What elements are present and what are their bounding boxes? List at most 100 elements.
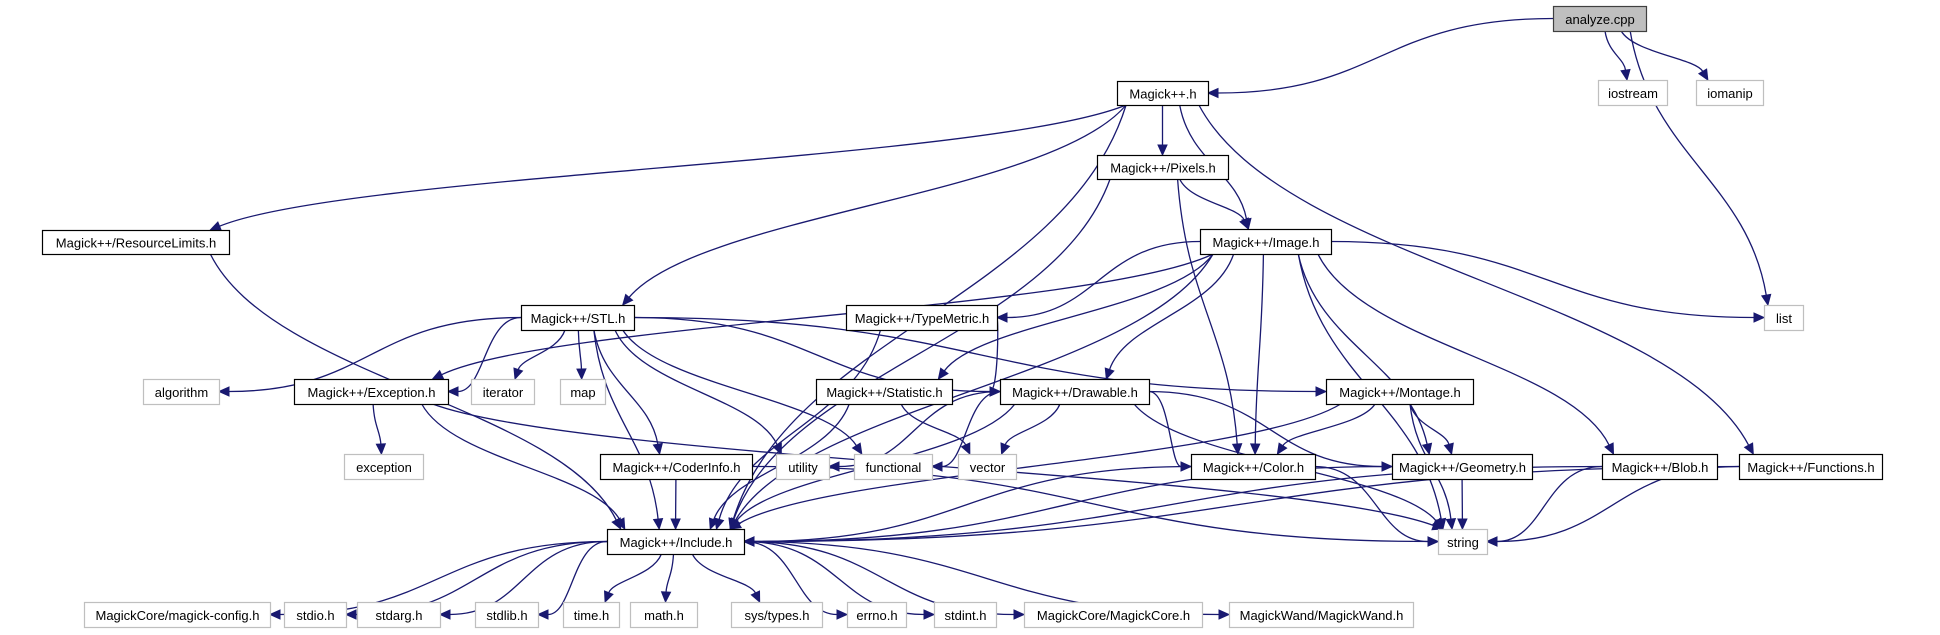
node-stdlib[interactable]: stdlib.h xyxy=(474,601,540,629)
node-label: MagickCore/magick-config.h xyxy=(95,608,259,623)
edge-image-to-blob xyxy=(1317,253,1615,456)
node-string[interactable]: string xyxy=(1437,528,1489,556)
node-label: exception xyxy=(356,460,412,475)
arrowhead-icon xyxy=(670,518,681,531)
arrowhead-icon xyxy=(1249,443,1261,456)
node-stdint[interactable]: stdint.h xyxy=(933,601,998,629)
arrowhead-icon xyxy=(217,386,230,397)
node-color[interactable]: Magick++/Color.h xyxy=(1190,453,1317,481)
node-box xyxy=(599,453,754,481)
node-magickconfig[interactable]: MagickCore/magick-config.h xyxy=(83,601,272,629)
edge-geometry-to-string xyxy=(1457,478,1468,531)
node-systypes[interactable]: sys/types.h xyxy=(730,601,824,629)
node-time[interactable]: time.h xyxy=(562,601,621,629)
node-blob[interactable]: Magick++/Blob.h xyxy=(1601,453,1719,481)
node-box xyxy=(1437,528,1489,556)
node-label: Magick++.h xyxy=(1129,87,1196,102)
edge-magickpp-to-pixels xyxy=(1157,104,1168,157)
node-magickwand[interactable]: MagickWand/MagickWand.h xyxy=(1228,601,1415,629)
node-analyze[interactable]: analyze.cpp xyxy=(1552,5,1648,33)
node-stdio[interactable]: stdio.h xyxy=(283,601,348,629)
arrowhead-icon xyxy=(1457,518,1468,531)
node-resourcelimits[interactable]: Magick++/ResourceLimits.h xyxy=(41,229,231,256)
node-iterator[interactable]: iterator xyxy=(470,378,536,406)
edge-image-to-geometry xyxy=(1297,253,1433,456)
edge-line xyxy=(633,316,1317,393)
node-functions[interactable]: Magick++/Functions.h xyxy=(1738,453,1884,481)
node-exceptionh[interactable]: Magick++/Exception.h xyxy=(293,378,450,406)
arrowhead-icon xyxy=(1239,217,1249,231)
node-drawable[interactable]: Magick++/Drawable.h xyxy=(999,378,1151,406)
node-label: Magick++/Image.h xyxy=(1213,235,1320,250)
node-stdarg[interactable]: stdarg.h xyxy=(356,601,442,629)
node-box xyxy=(629,601,699,629)
edge-stl-to-map xyxy=(576,329,587,381)
node-label: iomanip xyxy=(1707,86,1753,101)
node-box xyxy=(83,601,272,629)
node-errno[interactable]: errno.h xyxy=(846,601,908,629)
node-box xyxy=(1199,228,1333,256)
node-magickcore[interactable]: MagickCore/MagickCore.h xyxy=(1023,601,1204,629)
node-coderinfo[interactable]: Magick++/CoderInfo.h xyxy=(599,453,754,481)
node-utility[interactable]: utility xyxy=(775,453,831,481)
arrowhead-icon xyxy=(708,517,719,531)
node-map[interactable]: map xyxy=(559,378,607,406)
node-box xyxy=(1695,79,1765,107)
edge-include-to-stdarg xyxy=(438,540,608,620)
node-geometry[interactable]: Magick++/Geometry.h xyxy=(1391,453,1534,481)
node-label: iostream xyxy=(1608,86,1658,101)
node-label: iterator xyxy=(483,385,524,400)
node-box xyxy=(853,453,934,481)
node-iomanip[interactable]: iomanip xyxy=(1695,79,1765,107)
node-box xyxy=(1228,601,1415,629)
node-box xyxy=(730,601,824,629)
arrowhead-icon xyxy=(1104,367,1115,381)
node-pixels[interactable]: Magick++/Pixels.h xyxy=(1096,154,1230,181)
node-include[interactable]: Magick++/Include.h xyxy=(606,528,746,556)
arrowhead-icon xyxy=(1432,517,1444,530)
arrowhead-icon xyxy=(729,519,743,530)
node-box xyxy=(1738,453,1884,481)
edge-drawable-to-functional xyxy=(930,390,1001,472)
edge-pixels-to-color xyxy=(1176,178,1243,456)
edge-line xyxy=(1604,30,1627,71)
edge-line xyxy=(517,329,566,370)
node-box xyxy=(957,453,1018,481)
node-magickpp[interactable]: Magick++.h xyxy=(1116,80,1210,107)
node-image[interactable]: Magick++/Image.h xyxy=(1199,228,1333,256)
arrowhead-icon xyxy=(937,367,949,380)
node-math[interactable]: math.h xyxy=(629,601,699,629)
node-list[interactable]: list xyxy=(1763,304,1805,332)
edge-line xyxy=(1198,104,1750,446)
node-stl[interactable]: Magick++/STL.h xyxy=(520,304,636,332)
arrowhead-icon xyxy=(960,442,971,456)
edge-line xyxy=(441,253,1214,376)
arrowhead-icon xyxy=(615,517,626,531)
edge-line xyxy=(753,465,1740,543)
edge-line xyxy=(457,316,522,393)
node-montage[interactable]: Magick++/Montage.h xyxy=(1325,378,1475,406)
node-iostream[interactable]: iostream xyxy=(1597,79,1669,107)
edge-line xyxy=(1217,17,1554,94)
node-box xyxy=(520,304,636,332)
edge-include-to-stdlib xyxy=(536,540,608,620)
node-box xyxy=(283,601,348,629)
node-box xyxy=(1116,80,1210,107)
edge-line xyxy=(1004,403,1061,446)
node-functional[interactable]: functional xyxy=(853,453,934,481)
node-typemetric[interactable]: Magick++/TypeMetric.h xyxy=(845,304,999,332)
edge-line xyxy=(1317,253,1610,446)
arrowhead-icon xyxy=(621,293,634,306)
node-statistic[interactable]: Magick++/Statistic.h xyxy=(815,378,954,406)
node-algorithm[interactable]: algorithm xyxy=(142,378,221,406)
node-vector[interactable]: vector xyxy=(957,453,1018,481)
node-label: errno.h xyxy=(856,608,897,623)
node-exception[interactable]: exception xyxy=(343,453,425,481)
edge-analyze-to-list xyxy=(1629,30,1772,307)
arrowhead-icon xyxy=(652,517,664,531)
arrowhead-icon xyxy=(1276,442,1288,456)
edge-exceptionh-to-exception xyxy=(372,403,387,456)
edge-image-to-statistic xyxy=(937,253,1214,380)
edge-include-to-errno xyxy=(743,540,849,620)
node-label: Magick++/Drawable.h xyxy=(1012,385,1138,400)
